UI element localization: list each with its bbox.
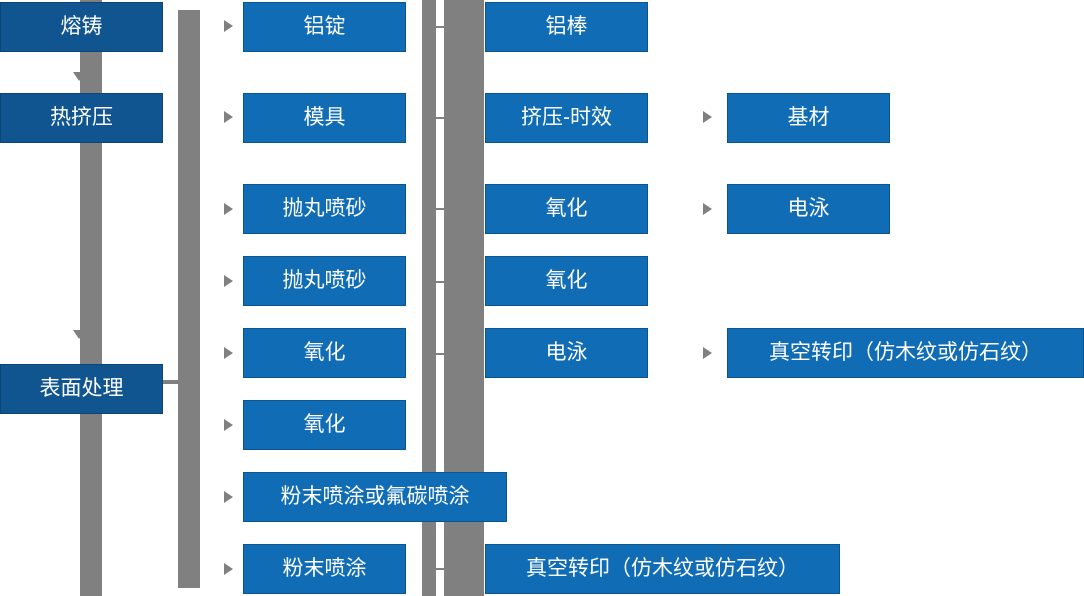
- node-electrophoresis-col3[interactable]: 电泳: [485, 328, 648, 378]
- tick-col3-3: [424, 208, 448, 210]
- arrow-to-shot-blasting-2: [224, 275, 233, 287]
- node-oxidation-col3-2[interactable]: 氧化: [485, 256, 648, 306]
- arrow-to-oxidation-2: [224, 419, 233, 431]
- node-oxidation-col2-1-label: 氧化: [303, 341, 346, 365]
- node-aluminum-bar-label: 铝棒: [545, 15, 588, 39]
- node-powder-or-fluorocarbon-label: 粉末喷涂或氟碳喷涂: [280, 485, 470, 509]
- arrow-to-ingot: [224, 20, 233, 32]
- arrow-to-oxidation-1: [224, 347, 233, 359]
- node-electrophoresis-col3-label: 电泳: [545, 341, 588, 365]
- node-oxidation-col2-1[interactable]: 氧化: [243, 328, 406, 378]
- stage-node-melting-label: 熔铸: [60, 15, 103, 39]
- tick-col3-5: [424, 353, 448, 355]
- node-oxidation-col3-1[interactable]: 氧化: [485, 184, 648, 234]
- node-extrusion-aging-label: 挤压-时效: [521, 106, 612, 130]
- node-shot-blasting-1-label: 抛丸喷砂: [282, 197, 367, 221]
- stage-node-surface-treatment-label: 表面处理: [39, 377, 124, 401]
- arrow-to-mold: [224, 111, 233, 123]
- tick-col3-1: [424, 26, 448, 28]
- connector-bar-column2: [178, 10, 200, 588]
- node-vacuum-transfer-col4-label: 真空转印（仿木纹或仿石纹）: [769, 341, 1042, 365]
- node-powder-coating-label: 粉末喷涂: [282, 557, 367, 581]
- node-ingot[interactable]: 铝锭: [243, 2, 406, 52]
- connector-bar-left: [80, 0, 102, 596]
- node-vacuum-transfer-col3[interactable]: 真空转印（仿木纹或仿石纹）: [485, 544, 840, 594]
- node-oxidation-col2-2-label: 氧化: [303, 413, 346, 437]
- node-powder-coating[interactable]: 粉末喷涂: [243, 544, 406, 594]
- arrow-to-powder-or-fluorocarbon: [224, 491, 233, 503]
- node-electrophoresis-col4[interactable]: 电泳: [727, 184, 890, 234]
- node-shot-blasting-1[interactable]: 抛丸喷砂: [243, 184, 406, 234]
- node-oxidation-col2-2[interactable]: 氧化: [243, 400, 406, 450]
- arrow-to-substrate: [703, 111, 712, 123]
- node-mold[interactable]: 模具: [243, 93, 406, 143]
- node-shot-blasting-2-label: 抛丸喷砂: [282, 269, 367, 293]
- connector-bar-column3-left: [422, 0, 436, 596]
- node-vacuum-transfer-col4[interactable]: 真空转印（仿木纹或仿石纹）: [727, 328, 1084, 378]
- node-substrate[interactable]: 基材: [727, 93, 890, 143]
- node-powder-or-fluorocarbon[interactable]: 粉末喷涂或氟碳喷涂: [243, 472, 507, 522]
- node-extrusion-aging[interactable]: 挤压-时效: [485, 93, 648, 143]
- arrow-to-shot-blasting-1: [224, 203, 233, 215]
- arrow-to-vacuum-transfer: [703, 347, 712, 359]
- arrow-down-to-surface-treatment: [73, 330, 85, 339]
- node-electrophoresis-col4-label: 电泳: [787, 197, 830, 221]
- node-substrate-label: 基材: [787, 106, 830, 130]
- node-ingot-label: 铝锭: [303, 15, 346, 39]
- stage-node-surface-treatment[interactable]: 表面处理: [0, 364, 163, 414]
- stage-node-hot-extrusion-label: 热挤压: [50, 106, 113, 130]
- arrow-to-powder-coating: [224, 563, 233, 575]
- tick-col3-4: [424, 281, 448, 283]
- tick-col3-6: [424, 568, 448, 570]
- connector-stem-surface: [162, 380, 186, 384]
- arrow-to-electrophoresis: [703, 203, 712, 215]
- node-oxidation-col3-2-label: 氧化: [545, 269, 588, 293]
- tick-col3-2: [424, 117, 448, 119]
- node-oxidation-col3-1-label: 氧化: [545, 197, 588, 221]
- node-aluminum-bar[interactable]: 铝棒: [485, 2, 648, 52]
- node-vacuum-transfer-col3-label: 真空转印（仿木纹或仿石纹）: [526, 557, 799, 581]
- node-shot-blasting-2[interactable]: 抛丸喷砂: [243, 256, 406, 306]
- arrow-down-to-hot-extrusion: [73, 72, 85, 81]
- node-mold-label: 模具: [303, 106, 346, 130]
- stage-node-hot-extrusion[interactable]: 热挤压: [0, 93, 163, 143]
- stage-node-melting[interactable]: 熔铸: [0, 2, 163, 52]
